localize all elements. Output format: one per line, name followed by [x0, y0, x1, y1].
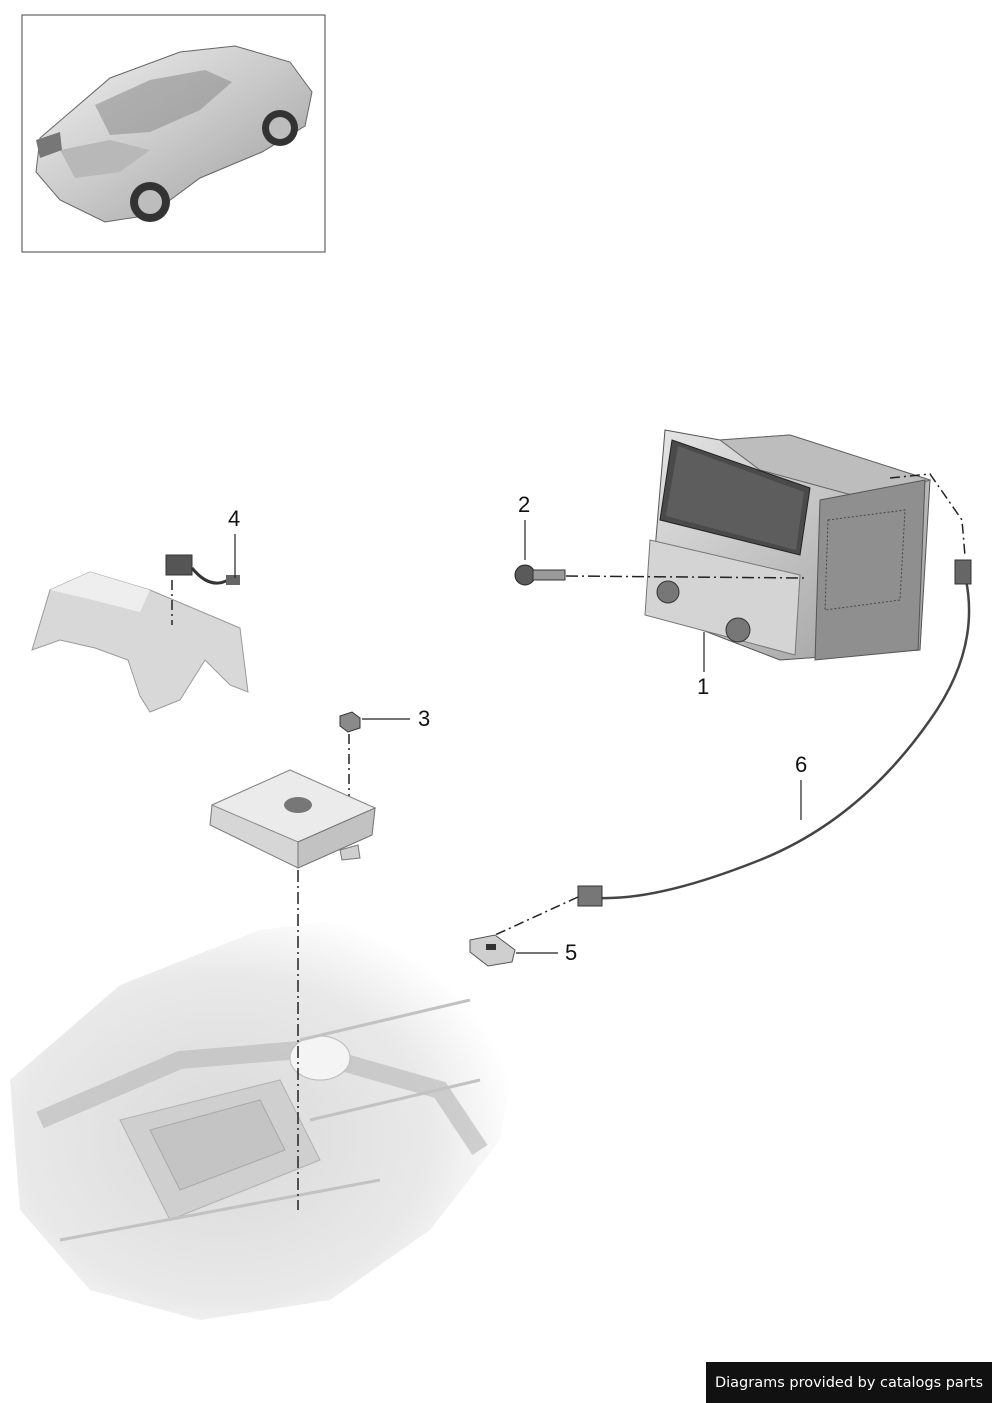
callout-3: 3: [418, 706, 430, 731]
mounting-screw: [514, 520, 806, 586]
usb-socket: [469, 896, 579, 967]
car-overview-thumbnail: [21, 14, 326, 253]
callout-2: 2: [518, 492, 530, 517]
infotainment-head-unit: [644, 429, 932, 672]
vehicle-floor-pan: [10, 915, 520, 1320]
callout-4: 4: [228, 506, 240, 531]
callout-1: 1: [697, 674, 709, 699]
callout-6: 6: [795, 752, 807, 777]
nut: [339, 711, 410, 850]
credit-badge: Diagrams provided by catalogs parts: [706, 1362, 992, 1403]
control-module: [209, 769, 377, 1210]
connector-on-steering-column-cover: [31, 534, 249, 713]
credit-text: Diagrams provided by catalogs parts: [714, 1374, 984, 1391]
cable-harness: [577, 473, 972, 907]
callout-5: 5: [565, 940, 577, 965]
